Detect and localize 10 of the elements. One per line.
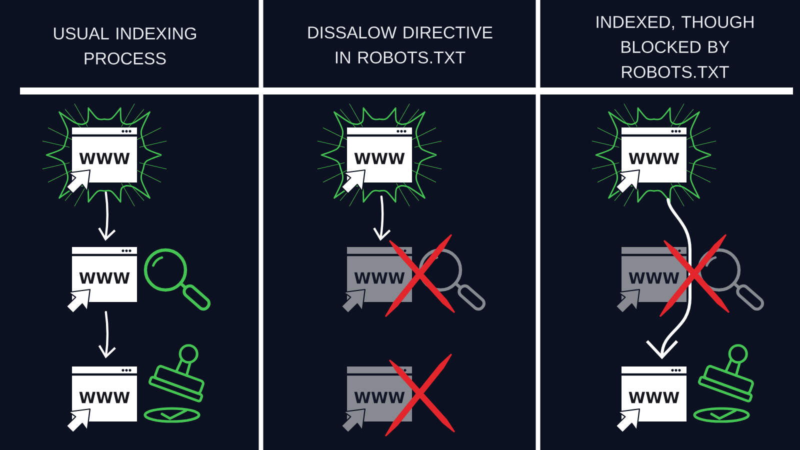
arrow (373, 195, 391, 241)
arrow (98, 192, 116, 241)
column-heading: INDEXED, THOUGH BLOCKED BY ROBOTS.TXT (596, 16, 754, 78)
column-heading: USUAL INDEXING PROCESS (54, 27, 196, 65)
browser-window: WWW (72, 247, 137, 302)
arrow (646, 198, 692, 360)
browser-window: WWW (622, 366, 686, 422)
column-heading: DISSALOW DIRECTIVE IN ROBOTS.TXT (308, 26, 492, 64)
browser-window: WWW (72, 366, 137, 422)
arrow (98, 311, 116, 358)
